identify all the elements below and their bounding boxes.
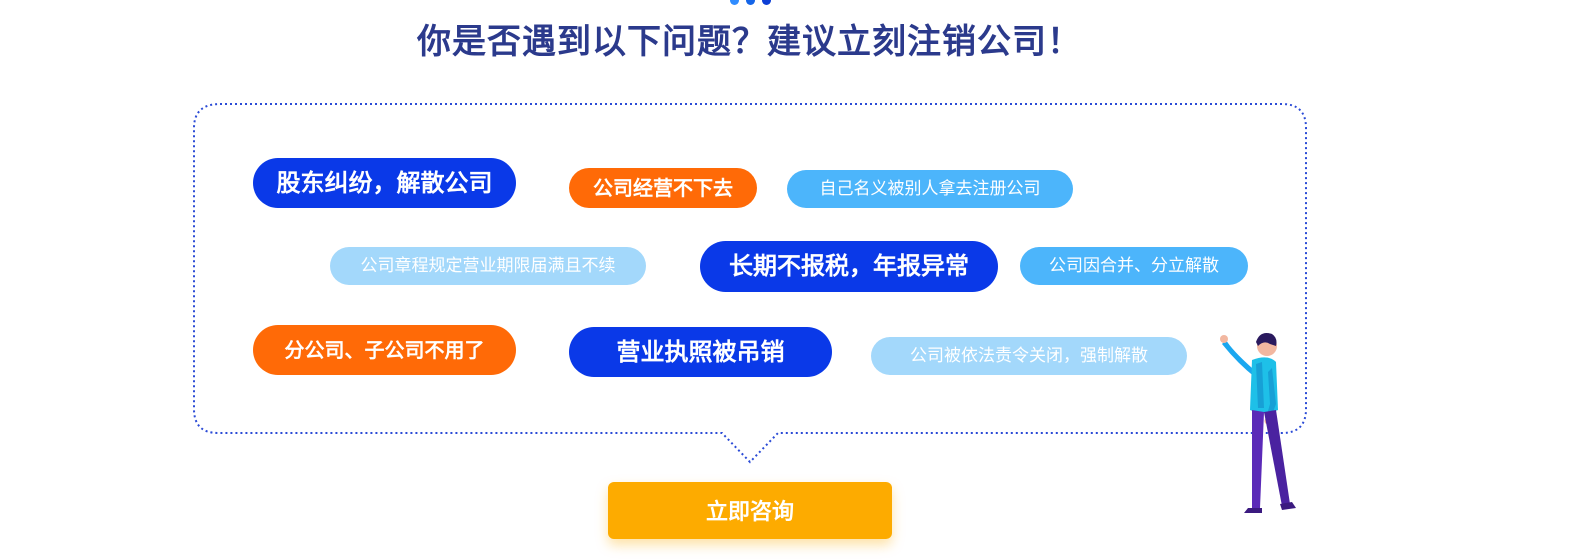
dot — [730, 0, 739, 5]
dot — [746, 0, 755, 5]
tag-term-expired: 公司章程规定营业期限届满且不续 — [330, 247, 646, 285]
tag-branch-unused: 分公司、子公司不用了 — [253, 325, 516, 375]
tag-business-cannot-continue: 公司经营不下去 — [569, 168, 757, 208]
tag-merger-split: 公司因合并、分立解散 — [1020, 247, 1248, 285]
page-title: 你是否遇到以下问题？建议立刻注销公司！ — [417, 22, 1082, 62]
tag-license-revoked: 营业执照被吊销 — [569, 327, 832, 377]
pointing-person-icon — [1220, 333, 1296, 513]
consult-now-button[interactable]: 立即咨询 — [608, 482, 892, 539]
tag-ordered-closure: 公司被依法责令关闭，强制解散 — [871, 337, 1187, 375]
dot — [762, 0, 771, 5]
three-dots-icon — [730, 0, 778, 6]
tag-name-used-by-others: 自己名义被别人拿去注册公司 — [787, 170, 1073, 208]
tag-tax-abnormal: 长期不报税，年报异常 — [700, 241, 998, 292]
tag-shareholder-dispute: 股东纠纷，解散公司 — [253, 158, 516, 208]
